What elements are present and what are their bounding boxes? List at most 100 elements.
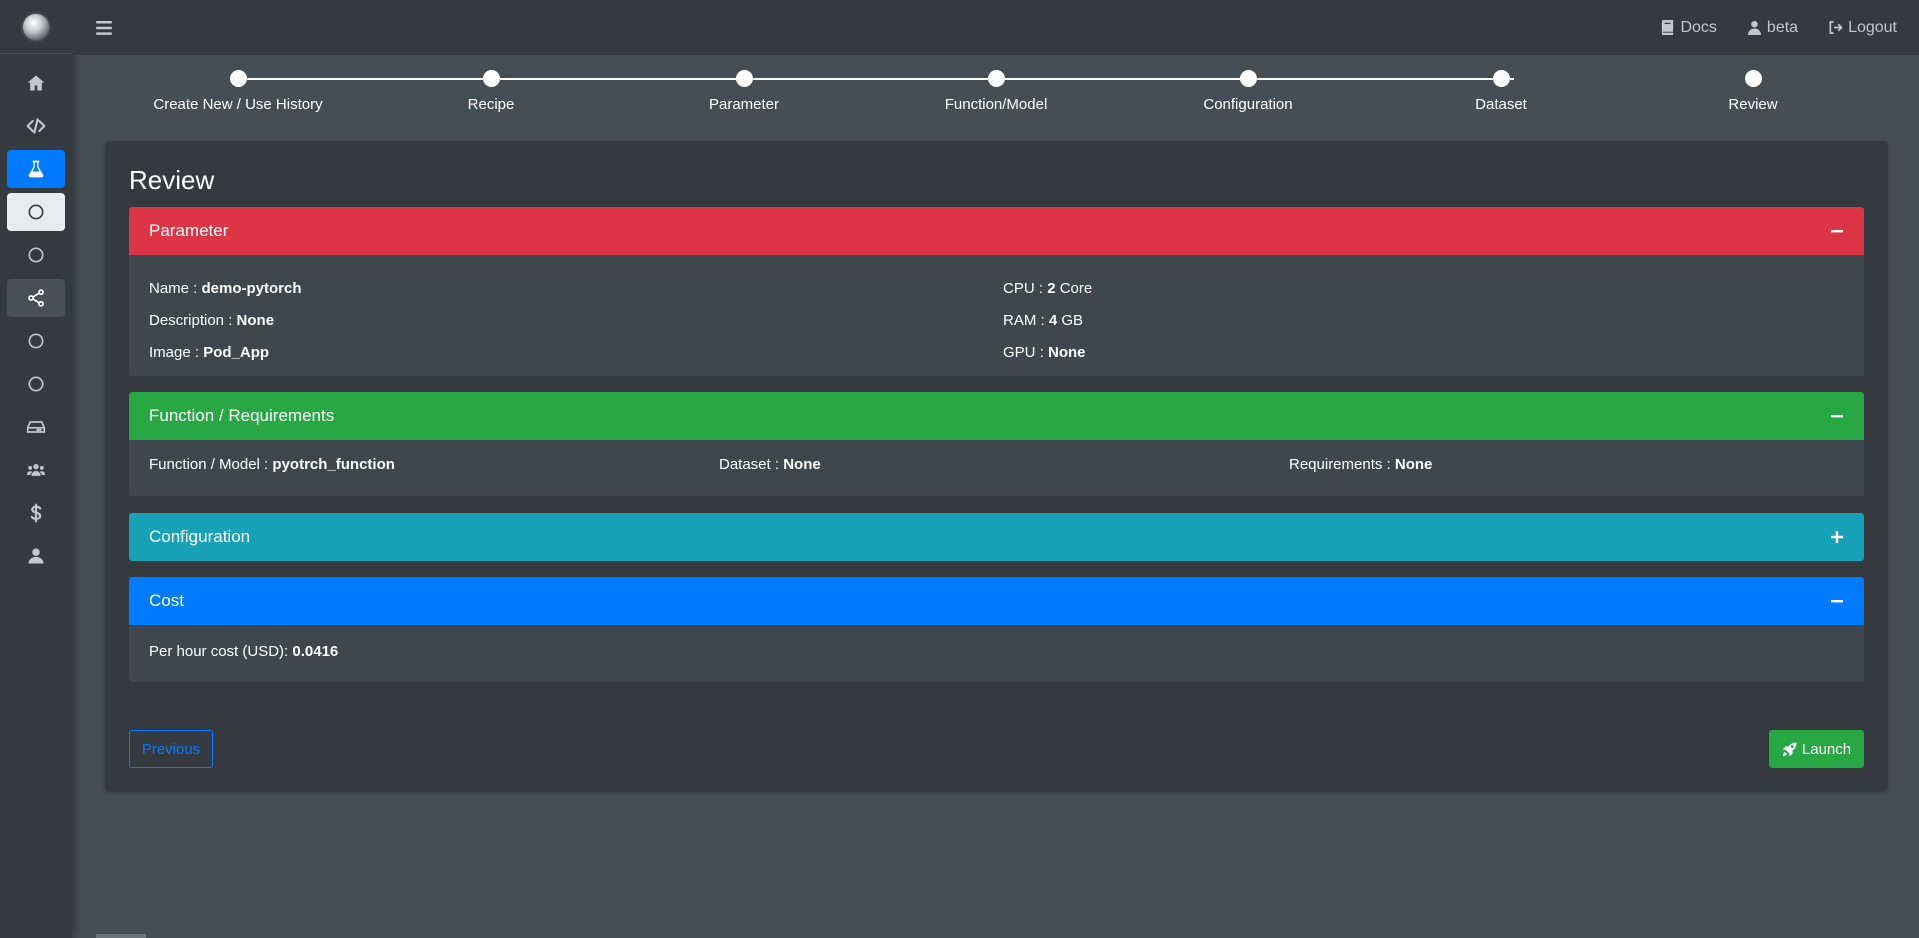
sidebar-item-subitem-2[interactable]: [7, 236, 65, 274]
ram-field: RAM : 4 GB: [1003, 305, 1083, 337]
cost-panel-header[interactable]: Cost: [129, 577, 1864, 625]
image-field: Image : Pod_App: [149, 337, 1003, 369]
configuration-panel: Configuration: [129, 513, 1864, 561]
function-row: Function / Model : pyotrch_function Data…: [149, 449, 1844, 481]
step-function-model[interactable]: Function/Model: [870, 68, 1122, 113]
per-hour-cost-value: 0.0416: [292, 643, 339, 660]
cpu-value: 2: [1047, 280, 1056, 297]
plus-icon[interactable]: [1830, 530, 1844, 544]
ram-unit: GB: [1057, 312, 1084, 329]
step-dot: [735, 70, 753, 87]
wizard-stepper: Create New / Use History Recipe Paramete…: [112, 68, 1778, 118]
per-hour-cost-label: Per hour cost (USD):: [149, 643, 293, 660]
function-panel-title: Function / Requirements: [149, 406, 335, 425]
horizontal-scrollbar[interactable]: [96, 934, 146, 938]
sidebar-item-billing[interactable]: [7, 494, 65, 532]
launch-button[interactable]: Launch: [1769, 730, 1864, 768]
step-review[interactable]: Review: [1627, 68, 1879, 113]
minus-icon[interactable]: [1830, 594, 1844, 608]
minus-icon[interactable]: [1830, 224, 1844, 238]
cost-panel-title: Cost: [149, 591, 184, 610]
description-label: Description :: [149, 312, 237, 329]
step-label: Configuration: [1203, 96, 1293, 113]
sidebar-item-users[interactable]: [7, 451, 65, 489]
user-menu[interactable]: beta: [1747, 19, 1798, 37]
circle-icon: [28, 247, 44, 263]
step-create-new[interactable]: Create New / Use History: [112, 68, 364, 113]
launch-button-label: Launch: [1801, 740, 1852, 758]
sidebar-logo[interactable]: [0, 0, 72, 54]
sidebar-item-code[interactable]: [7, 107, 65, 145]
brand-logo-icon: [23, 13, 49, 40]
circle-icon: [28, 204, 44, 220]
docs-link[interactable]: Docs: [1660, 19, 1717, 37]
function-panel-body: Function / Model : pyotrch_function Data…: [129, 440, 1864, 481]
description-field: Description : None: [149, 305, 1003, 337]
share-nodes-icon: [28, 289, 44, 307]
gpu-value: None: [1048, 344, 1086, 361]
sidebar-item-pipelines[interactable]: [7, 279, 65, 317]
home-icon: [27, 75, 45, 91]
dataset-label: Dataset :: [719, 456, 784, 473]
sidebar-item-storage[interactable]: [7, 408, 65, 446]
name-field: Name : demo-pytorch: [149, 273, 1003, 305]
step-label: Parameter: [708, 96, 780, 113]
user-icon: [28, 548, 44, 564]
function-panel-header[interactable]: Function / Requirements: [129, 392, 1864, 440]
name-value: demo-pytorch: [201, 280, 302, 297]
function-model-value: pyotrch_function: [272, 456, 395, 473]
sidebar: [0, 0, 72, 938]
step-label: Recipe: [467, 96, 515, 113]
step-dot: [1744, 70, 1762, 87]
code-icon: [26, 118, 46, 134]
parameter-row-3: Image : Pod_App GPU : None: [149, 337, 1844, 369]
step-dot: [482, 70, 500, 87]
function-model-label: Function / Model :: [149, 456, 273, 473]
configuration-panel-title: Configuration: [149, 527, 251, 546]
step-label: Review: [1728, 96, 1778, 113]
step-dot: [1239, 70, 1257, 87]
sidebar-item-subitem-3[interactable]: [7, 322, 65, 360]
gpu-label: GPU :: [1003, 344, 1049, 361]
image-label: Image :: [149, 344, 204, 361]
review-card: Review Parameter Name : demo-pytorch CPU…: [105, 141, 1888, 791]
step-configuration[interactable]: Configuration: [1122, 68, 1374, 113]
previous-button[interactable]: Previous: [129, 730, 213, 768]
description-value: None: [236, 312, 275, 329]
cost-panel-body: Per hour cost (USD): 0.0416: [129, 625, 1864, 660]
ram-label: RAM :: [1003, 312, 1049, 329]
function-model-field: Function / Model : pyotrch_function: [149, 449, 719, 481]
cpu-label: CPU :: [1003, 280, 1048, 297]
top-links: Docs beta Logout: [1660, 19, 1897, 37]
configuration-panel-header[interactable]: Configuration: [129, 513, 1864, 561]
per-hour-cost-field: Per hour cost (USD): 0.0416: [149, 643, 1844, 660]
hamburger-menu-icon[interactable]: [96, 20, 114, 36]
step-label: Create New / Use History: [153, 96, 323, 113]
hard-drive-icon: [26, 421, 46, 433]
user-menu-label: beta: [1766, 18, 1799, 36]
sidebar-item-experiments[interactable]: [7, 150, 65, 188]
sidebar-item-profile[interactable]: [7, 537, 65, 575]
circle-icon: [28, 333, 44, 349]
book-icon: [1662, 20, 1674, 35]
previous-button-label: Previous: [141, 740, 201, 758]
sidebar-item-home[interactable]: [7, 64, 65, 102]
user-icon: [1747, 20, 1761, 35]
parameter-panel-body: Name : demo-pytorch CPU : 2 Core Descrip…: [129, 255, 1864, 369]
parameter-panel-header[interactable]: Parameter: [129, 207, 1864, 255]
circle-icon: [28, 376, 44, 392]
step-label: Function/Model: [944, 96, 1048, 113]
step-dot: [1492, 70, 1510, 87]
parameter-panel-title: Parameter: [149, 221, 229, 240]
sign-out-icon: [1829, 21, 1843, 34]
sidebar-item-subitem-4[interactable]: [7, 365, 65, 403]
step-recipe[interactable]: Recipe: [365, 68, 617, 113]
users-icon: [26, 464, 46, 476]
sidebar-item-subitem-1[interactable]: [7, 193, 65, 231]
step-dataset[interactable]: Dataset: [1375, 68, 1627, 113]
dollar-icon: [30, 503, 42, 523]
minus-icon[interactable]: [1830, 409, 1844, 423]
step-parameter[interactable]: Parameter: [618, 68, 870, 113]
logout-link[interactable]: Logout: [1828, 19, 1897, 37]
stepper-line: [238, 78, 1514, 80]
